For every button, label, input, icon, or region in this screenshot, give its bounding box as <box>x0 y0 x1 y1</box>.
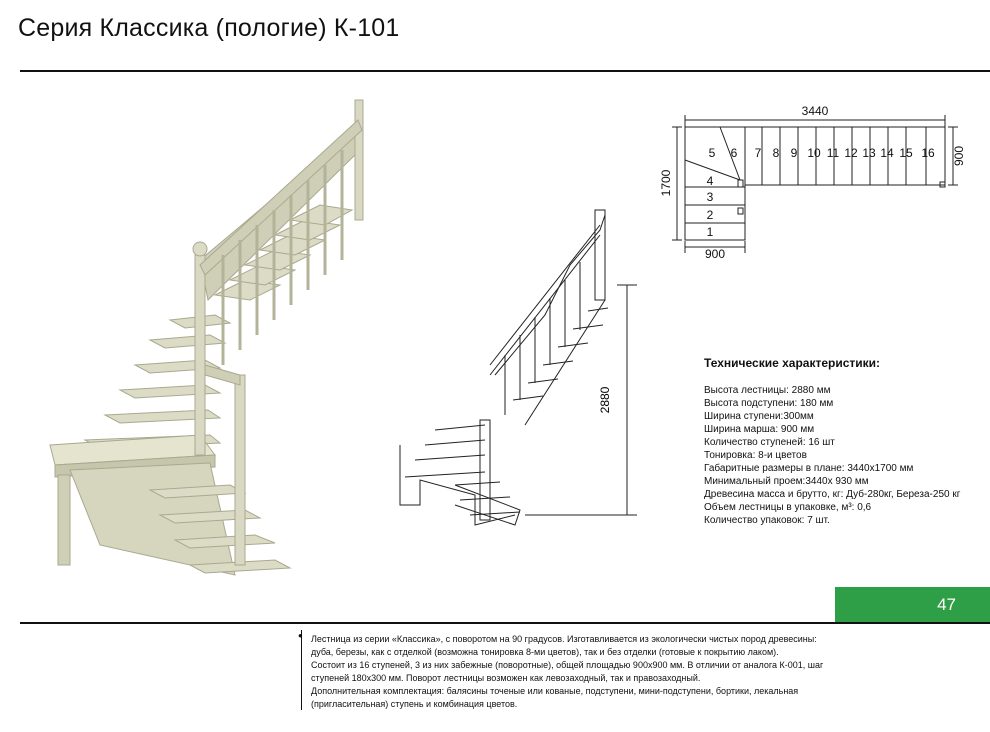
plan-step: 5 <box>709 146 716 160</box>
plan-step: 8 <box>773 146 780 160</box>
plan-step: 11 <box>827 146 840 160</box>
spec-item: Габаритные размеры в плане: 3440х1700 мм <box>704 463 914 474</box>
spec-list: Высота лестницы: 2880 мм Высота подступе… <box>704 384 988 527</box>
spec-item: Количество ступеней: 16 шт <box>704 437 835 448</box>
spec-item: Древесина масса и брутто, кг: Дуб-280кг,… <box>704 489 961 500</box>
description-line: Дополнительная комплектация: балясины то… <box>311 686 799 696</box>
stair-plan: 3440 900 1700 900 1 2 3 4 5 6 7 8 9 10 1… <box>659 104 966 261</box>
sketch-height-label: 2880 <box>598 386 612 413</box>
spec-item: Ширина ступени:300мм <box>704 411 814 422</box>
description: Лестница из серии «Классика», с поворото… <box>311 633 831 711</box>
plan-step: 2 <box>707 208 714 222</box>
plan-step: 7 <box>755 146 762 160</box>
bullet-dot: ● <box>298 631 303 640</box>
plan-step: 6 <box>731 146 738 160</box>
plan-depth-label: 1700 <box>659 169 673 196</box>
spec-item: Высота подступени: 180 мм <box>704 398 834 409</box>
plan-step: 4 <box>707 174 714 188</box>
spec-item: Ширина марша: 900 мм <box>704 424 815 435</box>
staircase-sketch: 2880 <box>399 209 637 526</box>
spec-item: Количество упаковок: 7 шт. <box>704 515 830 526</box>
plan-step: 3 <box>707 190 714 204</box>
page-number-badge: 47 <box>835 587 990 623</box>
plan-step: 1 <box>707 225 714 239</box>
description-line: дуба, березы, как с отделкой (возможна т… <box>311 647 779 657</box>
plan-step: 12 <box>844 146 858 160</box>
footer-divider <box>20 622 990 624</box>
technical-specs: Технические характеристики: Высота лестн… <box>704 356 988 527</box>
plan-step: 15 <box>899 146 913 160</box>
plan-step: 10 <box>807 146 821 160</box>
plan-right-label: 900 <box>952 146 966 166</box>
staircase-render <box>49 99 364 576</box>
spec-item: Высота лестницы: 2880 мм <box>704 385 831 396</box>
spec-item: Тонировка: 8-и цветов <box>704 450 807 461</box>
footer-vertical-rule <box>301 630 302 710</box>
plan-step: 9 <box>791 146 798 160</box>
plan-bottom-label: 900 <box>705 247 725 261</box>
plan-width-label: 3440 <box>802 104 829 118</box>
page-title: Серия Классика (пологие) К-101 <box>18 14 400 42</box>
plan-step: 16 <box>921 146 935 160</box>
spec-item: Минимальный проем:3440х 930 мм <box>704 476 869 487</box>
specs-heading: Технические характеристики: <box>704 356 881 370</box>
plan-step: 14 <box>880 146 894 160</box>
description-line: Лестница из серии «Классика», с поворото… <box>311 634 817 644</box>
page-number: 47 <box>937 595 956 614</box>
description-line: (пригласительная) ступень и комбинация ц… <box>311 699 518 709</box>
plan-step: 13 <box>862 146 876 160</box>
description-line: ступеней 180х300 мм. Поворот лестницы во… <box>311 673 701 683</box>
header-divider <box>20 70 990 72</box>
spec-item: Объем лестницы в упаковке, м³: 0,6 <box>704 502 872 513</box>
description-line: Состоит из 16 ступеней, 3 из них забежны… <box>311 660 824 670</box>
